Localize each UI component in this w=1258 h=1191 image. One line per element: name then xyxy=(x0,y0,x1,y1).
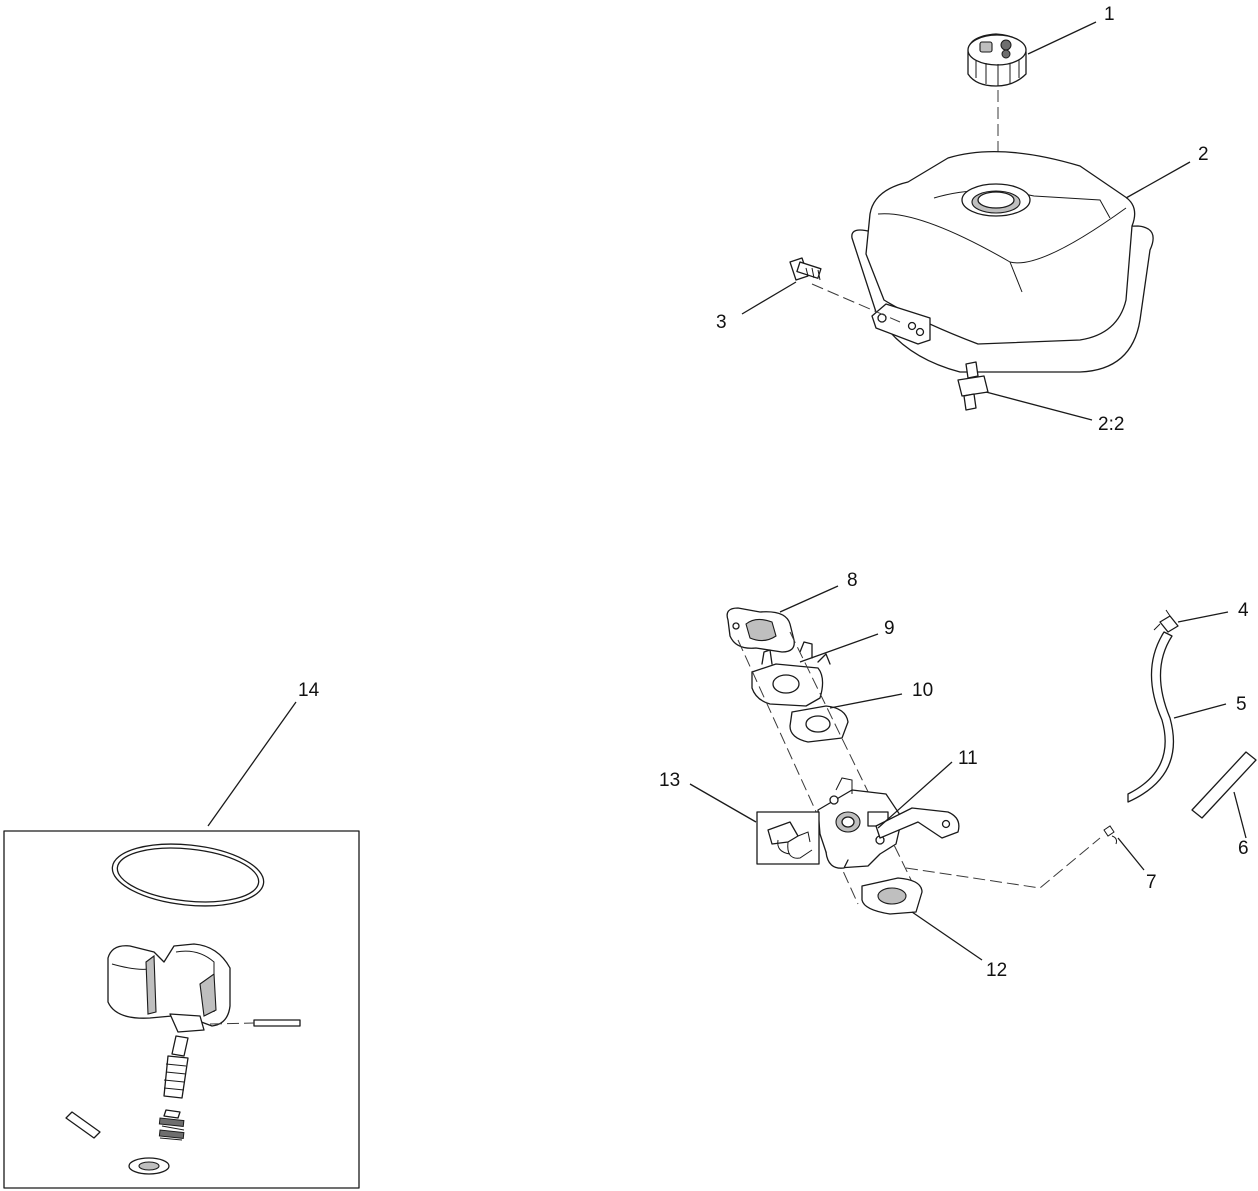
callout-1: 1 xyxy=(1104,4,1115,25)
callout-11: 11 xyxy=(958,748,978,769)
gasket-10 xyxy=(789,705,849,743)
fuel-line-5 xyxy=(1127,631,1175,803)
pin-alignment-line xyxy=(209,1022,255,1025)
float-pin xyxy=(253,1019,301,1027)
callout-9: 9 xyxy=(884,618,895,639)
callout-4: 4 xyxy=(1238,600,1249,621)
fuel-cap xyxy=(967,33,1027,87)
fuel-line-route xyxy=(905,837,1101,889)
carb-axis-line-b xyxy=(789,631,917,891)
callout-8: 8 xyxy=(847,570,858,591)
solenoid-kit-box xyxy=(756,811,820,865)
callout-3: 3 xyxy=(716,312,727,333)
spring xyxy=(158,1109,185,1141)
carburetor xyxy=(817,777,960,869)
callout-2: 2 xyxy=(1198,144,1209,165)
callout-2-2: 2:2 xyxy=(1098,414,1124,435)
bolt-alignment-line xyxy=(811,283,901,323)
callout-7: 7 xyxy=(1146,872,1157,893)
callout-12: 12 xyxy=(986,960,1007,981)
callout-14: 14 xyxy=(298,680,320,701)
float xyxy=(107,943,231,1033)
fuel-tank xyxy=(851,150,1154,373)
pilot-screw xyxy=(65,1111,101,1139)
tank-bolt xyxy=(789,257,822,281)
spacer-9 xyxy=(751,641,831,707)
needle-valve xyxy=(163,1035,189,1099)
fuel-hose-6 xyxy=(1191,751,1257,819)
callout-10: 10 xyxy=(912,680,933,701)
gasket-8 xyxy=(726,607,795,653)
callout-13: 13 xyxy=(659,770,680,791)
gasket-12 xyxy=(861,877,923,915)
float-bowl-gasket xyxy=(111,843,265,907)
callout-5: 5 xyxy=(1236,694,1247,715)
callout-6: 6 xyxy=(1238,838,1249,859)
leader-lines xyxy=(207,21,1247,961)
hose-clip-7 xyxy=(1103,825,1117,845)
fuel-line-clamp-4 xyxy=(1153,609,1179,633)
washer xyxy=(128,1157,170,1175)
